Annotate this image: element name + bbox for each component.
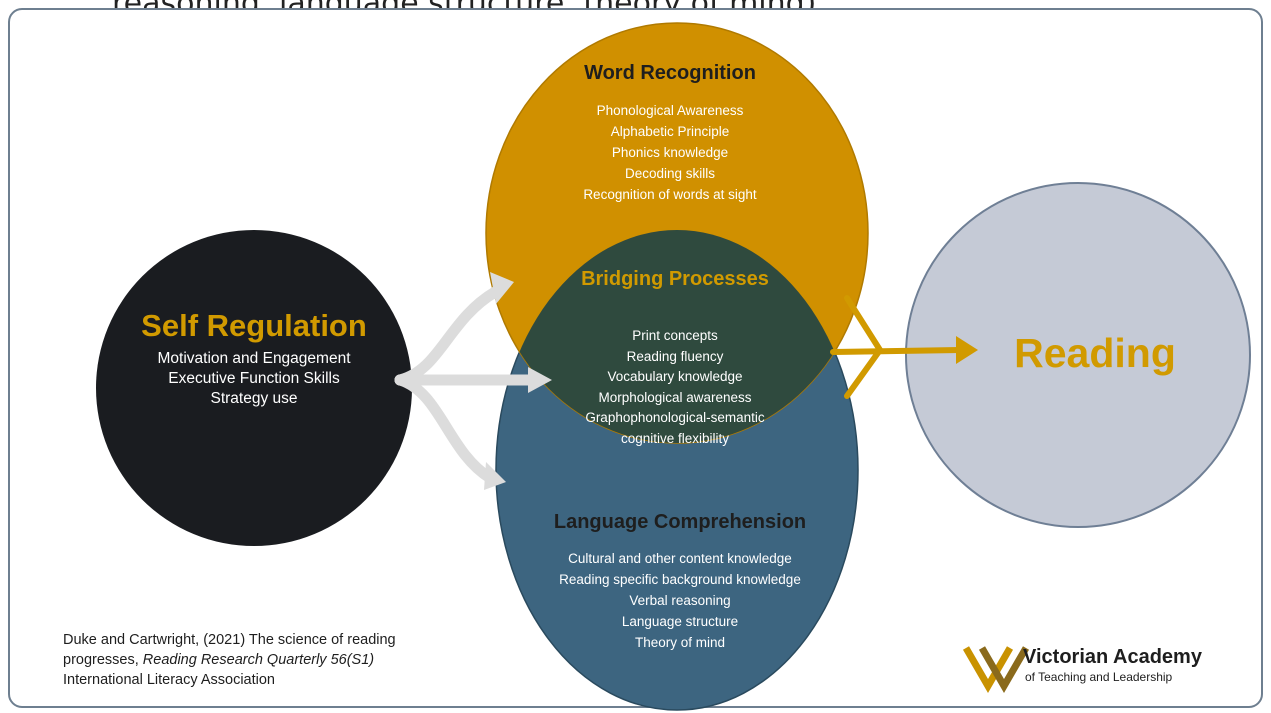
reading-title: Reading [1014,330,1176,376]
bridging-processes-item: Graphophonological-semantic [585,410,765,425]
word-recognition-item: Phonological Awareness [596,103,744,118]
reading-arrowhead [956,336,978,364]
language-comprehension-item: Theory of mind [634,635,726,650]
bridging-processes-item: Reading fluency [626,348,724,364]
citation-text: progresses, [63,652,143,668]
bridging-processes-item: cognitive flexibility [620,430,730,446]
self-regulation-item: Motivation and Engagement [157,350,351,367]
word-recognition-item: Recognition of words at sight [583,187,757,202]
citation-line: Duke and Cartwright, (2021) The science … [63,632,396,648]
self-regulation-title: Self Regulation [141,308,367,343]
word-recognition-items: Phonological Awareness Alphabetic Princi… [500,100,840,205]
bridging-processes-overlap [496,230,858,443]
self-regulation-arrowheads [484,272,552,490]
logo-name: Victorian Academy [1023,646,1202,668]
language-comprehension-item: Reading specific background knowledge [559,572,801,587]
reading-arrow [830,295,963,399]
word-recognition-title: Word Recognition [584,62,756,84]
va-chevron-logo-icon [962,646,1030,693]
citation: Duke and Cartwright, (2021) The science … [63,630,396,690]
citation-journal: Reading Research Quarterly 56(S1) [142,652,375,668]
language-comprehension-item: Verbal reasoning [629,593,731,608]
bridging-processes-item: Print concepts [632,328,718,343]
self-regulation-arrows [394,286,536,484]
self-regulation-circle [96,230,412,546]
reading-circle [905,182,1251,528]
language-comprehension-title: Language Comprehension [553,511,807,533]
language-comprehension-items: Cultural and other content knowledge Rea… [500,548,860,653]
word-recognition-item: Phonics knowledge [611,145,729,160]
bridging-processes-title: Bridging Processes [581,268,769,290]
bridging-processes-items: Print concepts Reading fluency Vocabular… [515,326,835,449]
citation-line: progresses, Reading Research Quarterly 5… [63,650,396,670]
language-comprehension-item: Cultural and other content knowledge [568,551,792,566]
self-regulation-item: Strategy use [210,390,298,407]
self-regulation-items: Motivation and Engagement Executive Func… [104,349,404,409]
word-recognition-item: Decoding skills [624,166,716,181]
bridging-processes-item: Vocabulary knowledge [607,369,743,384]
language-comprehension-item: Language structure [621,614,739,629]
bridging-processes-item: Morphological awareness [598,389,752,405]
logo-subtitle: of Teaching and Leadership [1025,670,1173,684]
citation-line: International Literacy Association [63,672,275,688]
word-recognition-item: Alphabetic Principle [610,124,730,139]
self-regulation-item: Executive Function Skills [168,370,340,387]
victorian-academy-logo: Victorian Academy of Teaching and Leader… [963,644,1253,690]
